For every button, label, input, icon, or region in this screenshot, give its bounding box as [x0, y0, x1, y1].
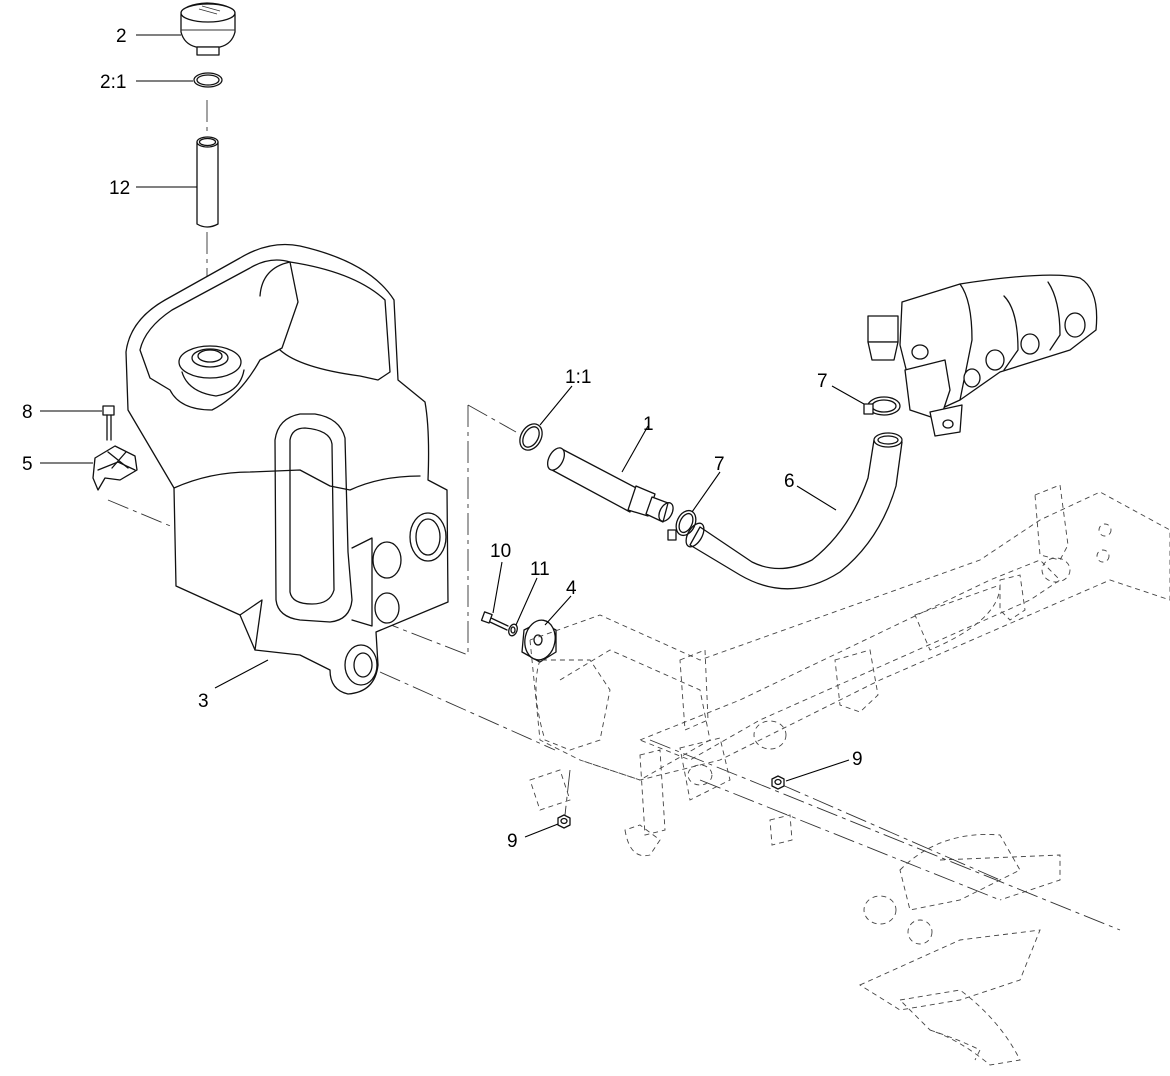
- hose-clamp-7a: [667, 509, 697, 541]
- callout-9-bracket: 9: [507, 831, 518, 852]
- callout-7-hose-end: 7: [714, 454, 725, 475]
- callout-9-frame: 9: [852, 749, 863, 770]
- callout-7-pump-end: 7: [817, 371, 828, 392]
- callout-6: 6: [784, 471, 795, 492]
- callout-2-1: 2:1: [100, 72, 126, 93]
- filler-cap: [180, 2, 236, 56]
- washer-11: [508, 623, 518, 637]
- callout-5: 5: [22, 454, 33, 475]
- callout-11: 11: [530, 559, 550, 580]
- callout-3: 3: [198, 691, 209, 712]
- callout-1-1: 1:1: [565, 367, 591, 388]
- leader-lines: [40, 34, 865, 838]
- callout-8: 8: [22, 402, 33, 423]
- suction-fitting-1: [546, 447, 674, 523]
- nut-9b: [557, 814, 571, 829]
- frame-assembly: [529, 484, 1170, 1066]
- callout-2: 2: [116, 26, 127, 47]
- callout-1: 1: [643, 414, 654, 435]
- bolt-10: [480, 611, 509, 631]
- callout-labels: 2 2:1 12 8 5 3 1:1 1 7 7 6 10 11 4 9 9: [22, 26, 863, 852]
- callout-10: 10: [490, 541, 511, 562]
- bolt-8: [102, 405, 115, 441]
- o-ring-2-1: [193, 72, 223, 88]
- hydraulic-pump: [867, 274, 1098, 437]
- filler-tube: [196, 136, 219, 228]
- hose-clamp-7b: [863, 396, 901, 416]
- bracket-5: [92, 445, 138, 491]
- suction-hose-6: [685, 432, 903, 590]
- nut-9a: [771, 775, 785, 790]
- callout-4: 4: [566, 578, 577, 599]
- callout-12: 12: [109, 178, 130, 199]
- hydraulic-tank: [125, 243, 449, 695]
- isolator-mount-4: [521, 619, 557, 663]
- o-ring-1-1: [519, 423, 543, 451]
